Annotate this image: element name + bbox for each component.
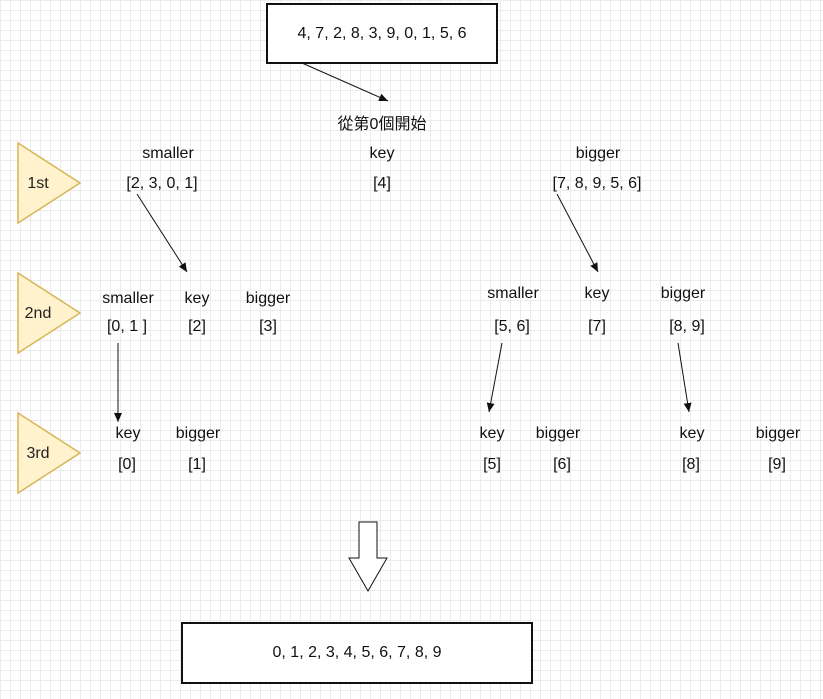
l1-smaller-title: smaller <box>142 145 194 162</box>
arrow-l1-smaller-to-l2-left <box>136 193 188 273</box>
l1-key-title: key <box>369 145 395 162</box>
l2-right-key-title: key <box>584 285 610 302</box>
l3-a-bigger-title: bigger <box>175 425 221 442</box>
l3-c-key-title: key <box>679 425 705 442</box>
arrow-l2-right-bigger-to-l3 <box>677 342 692 413</box>
l3-b-bigger-title: bigger <box>535 425 581 442</box>
l1-bigger-values: [7, 8, 9, 5, 6] <box>552 175 642 192</box>
arrow-input-to-start <box>301 62 389 102</box>
l3-a-key-title: key <box>115 425 141 442</box>
l2-right-smaller-values: [5, 6] <box>494 318 530 335</box>
l3-a-bigger-value: [1] <box>188 456 206 473</box>
stage-2nd-label: 2nd <box>24 305 52 322</box>
start-note: 從第0個開始 <box>337 116 427 133</box>
input-sequence: 4, 7, 2, 8, 3, 9, 0, 1, 5, 6 <box>297 24 467 42</box>
arrow-l1-bigger-to-l2-right <box>556 193 599 273</box>
l3-c-bigger-value: [9] <box>768 456 786 473</box>
l1-smaller-values: [2, 3, 0, 1] <box>126 175 198 192</box>
l2-left-key-value: [2] <box>188 318 206 335</box>
result-down-arrow <box>348 521 388 593</box>
stage-3rd-triangle <box>17 411 82 495</box>
l2-left-key-title: key <box>184 290 210 307</box>
l3-a-key-value: [0] <box>118 456 136 473</box>
l2-left-smaller-title: smaller <box>102 290 154 307</box>
l3-b-bigger-value: [6] <box>553 456 571 473</box>
l2-right-key-value: [7] <box>588 318 606 335</box>
l2-left-bigger-title: bigger <box>245 290 291 307</box>
output-box: 0, 1, 2, 3, 4, 5, 6, 7, 8, 9 <box>181 622 533 684</box>
input-box: 4, 7, 2, 8, 3, 9, 0, 1, 5, 6 <box>266 3 498 64</box>
l2-right-bigger-title: bigger <box>660 285 706 302</box>
arrow-l2-right-smaller-to-l3 <box>486 342 503 413</box>
l1-key-value: [4] <box>373 175 391 192</box>
stage-1st-triangle <box>17 141 82 225</box>
stage-2nd-triangle <box>17 271 82 355</box>
l3-b-key-title: key <box>479 425 505 442</box>
l3-c-bigger-title: bigger <box>755 425 801 442</box>
l2-left-smaller-values: [0, 1 ] <box>106 318 148 335</box>
l1-bigger-title: bigger <box>575 145 621 162</box>
l2-left-bigger-values: [3] <box>259 318 277 335</box>
stage-3rd-label: 3rd <box>26 445 50 462</box>
stage-1st-label: 1st <box>27 175 49 192</box>
l2-right-bigger-values: [8, 9] <box>669 318 705 335</box>
output-sequence: 0, 1, 2, 3, 4, 5, 6, 7, 8, 9 <box>272 644 442 661</box>
l2-right-smaller-title: smaller <box>487 285 539 302</box>
l3-b-key-value: [5] <box>483 456 501 473</box>
l3-c-key-value: [8] <box>682 456 700 473</box>
